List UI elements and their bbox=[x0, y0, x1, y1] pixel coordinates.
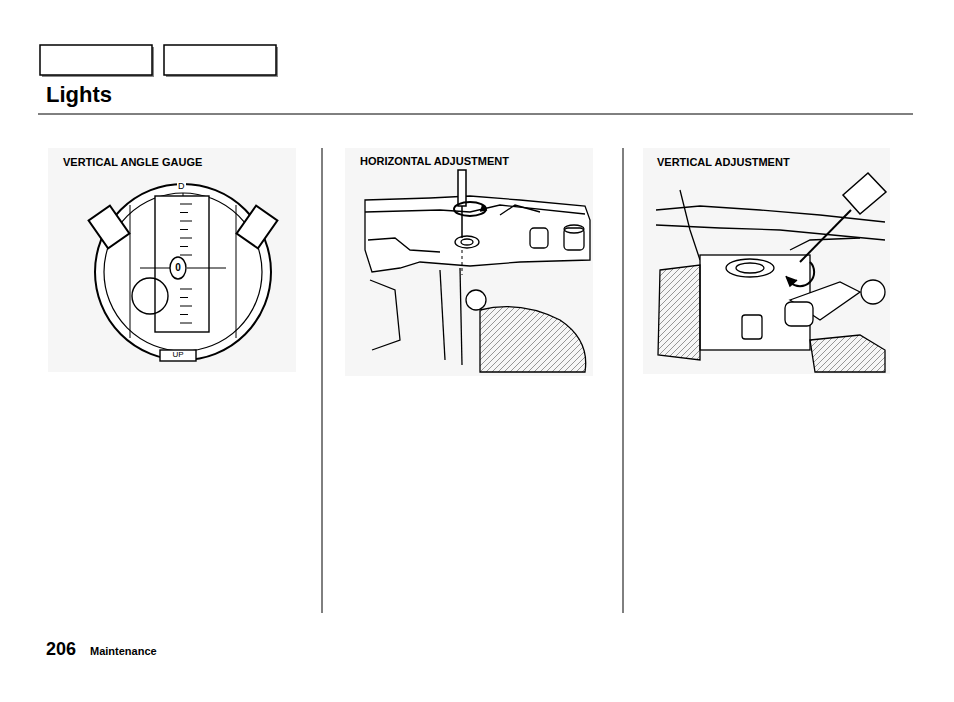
section-name: Maintenance bbox=[90, 646, 157, 657]
column-divider bbox=[322, 148, 323, 613]
headlight-housing bbox=[656, 190, 885, 372]
figure-label: VERTICAL ADJUSTMENT bbox=[657, 157, 790, 168]
scale-mark: UP bbox=[172, 351, 183, 359]
headlight-housing bbox=[365, 196, 590, 372]
screwdriver bbox=[786, 173, 886, 286]
header-rule bbox=[38, 114, 913, 115]
figure-label: HORIZONTAL ADJUSTMENT bbox=[360, 156, 509, 167]
panel-ground bbox=[643, 148, 890, 374]
scale-mark: 0 bbox=[175, 263, 181, 273]
page-title: Lights bbox=[46, 84, 112, 106]
scale-mark: D bbox=[177, 182, 186, 191]
angle-gauge bbox=[89, 184, 278, 361]
screwdriver bbox=[454, 170, 486, 275]
page-number: 206 bbox=[46, 640, 76, 658]
panel-ground bbox=[48, 148, 296, 372]
column-divider bbox=[623, 148, 624, 613]
scale-ticks bbox=[180, 204, 192, 323]
figure-label: VERTICAL ANGLE GAUGE bbox=[63, 157, 202, 168]
nav-button bbox=[40, 45, 278, 77]
panel-ground bbox=[345, 148, 593, 376]
